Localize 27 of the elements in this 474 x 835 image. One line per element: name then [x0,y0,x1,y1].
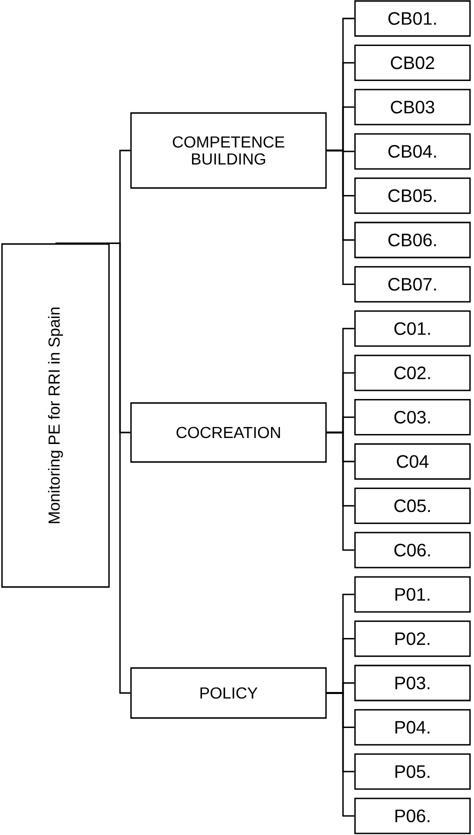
item-box: CB02 [354,44,471,81]
connector-line [326,692,354,817]
item-box: CB06. [354,222,471,258]
item-box: C04 [354,443,471,480]
item-box: C01. [354,310,471,347]
item-box: CB05. [354,178,471,214]
category-box: POLICY [130,667,327,719]
item-box: CB03 [354,88,471,126]
item-box: P03. [354,664,471,702]
item-box: P04. [354,709,471,746]
category-box: COMPETENCE BUILDING [130,112,327,189]
item-box: P05. [354,753,471,790]
item-box: P01. [354,576,471,613]
connector-line [326,432,354,551]
category-box: COCREATION [130,402,327,463]
connector-line [326,150,354,285]
item-box: C05. [354,488,471,524]
item-box: P06. [354,798,471,834]
item-box: CB07. [354,266,471,302]
item-box: C02. [354,354,471,392]
item-box: CB01. [354,0,471,37]
item-box: P02. [354,620,471,657]
item-box: C03. [354,399,471,436]
root-box: Monitoring PE for RRI in Spain [1,243,110,588]
item-box: CB04. [354,133,471,170]
item-box: C06. [354,532,471,568]
connector-line [56,242,130,694]
